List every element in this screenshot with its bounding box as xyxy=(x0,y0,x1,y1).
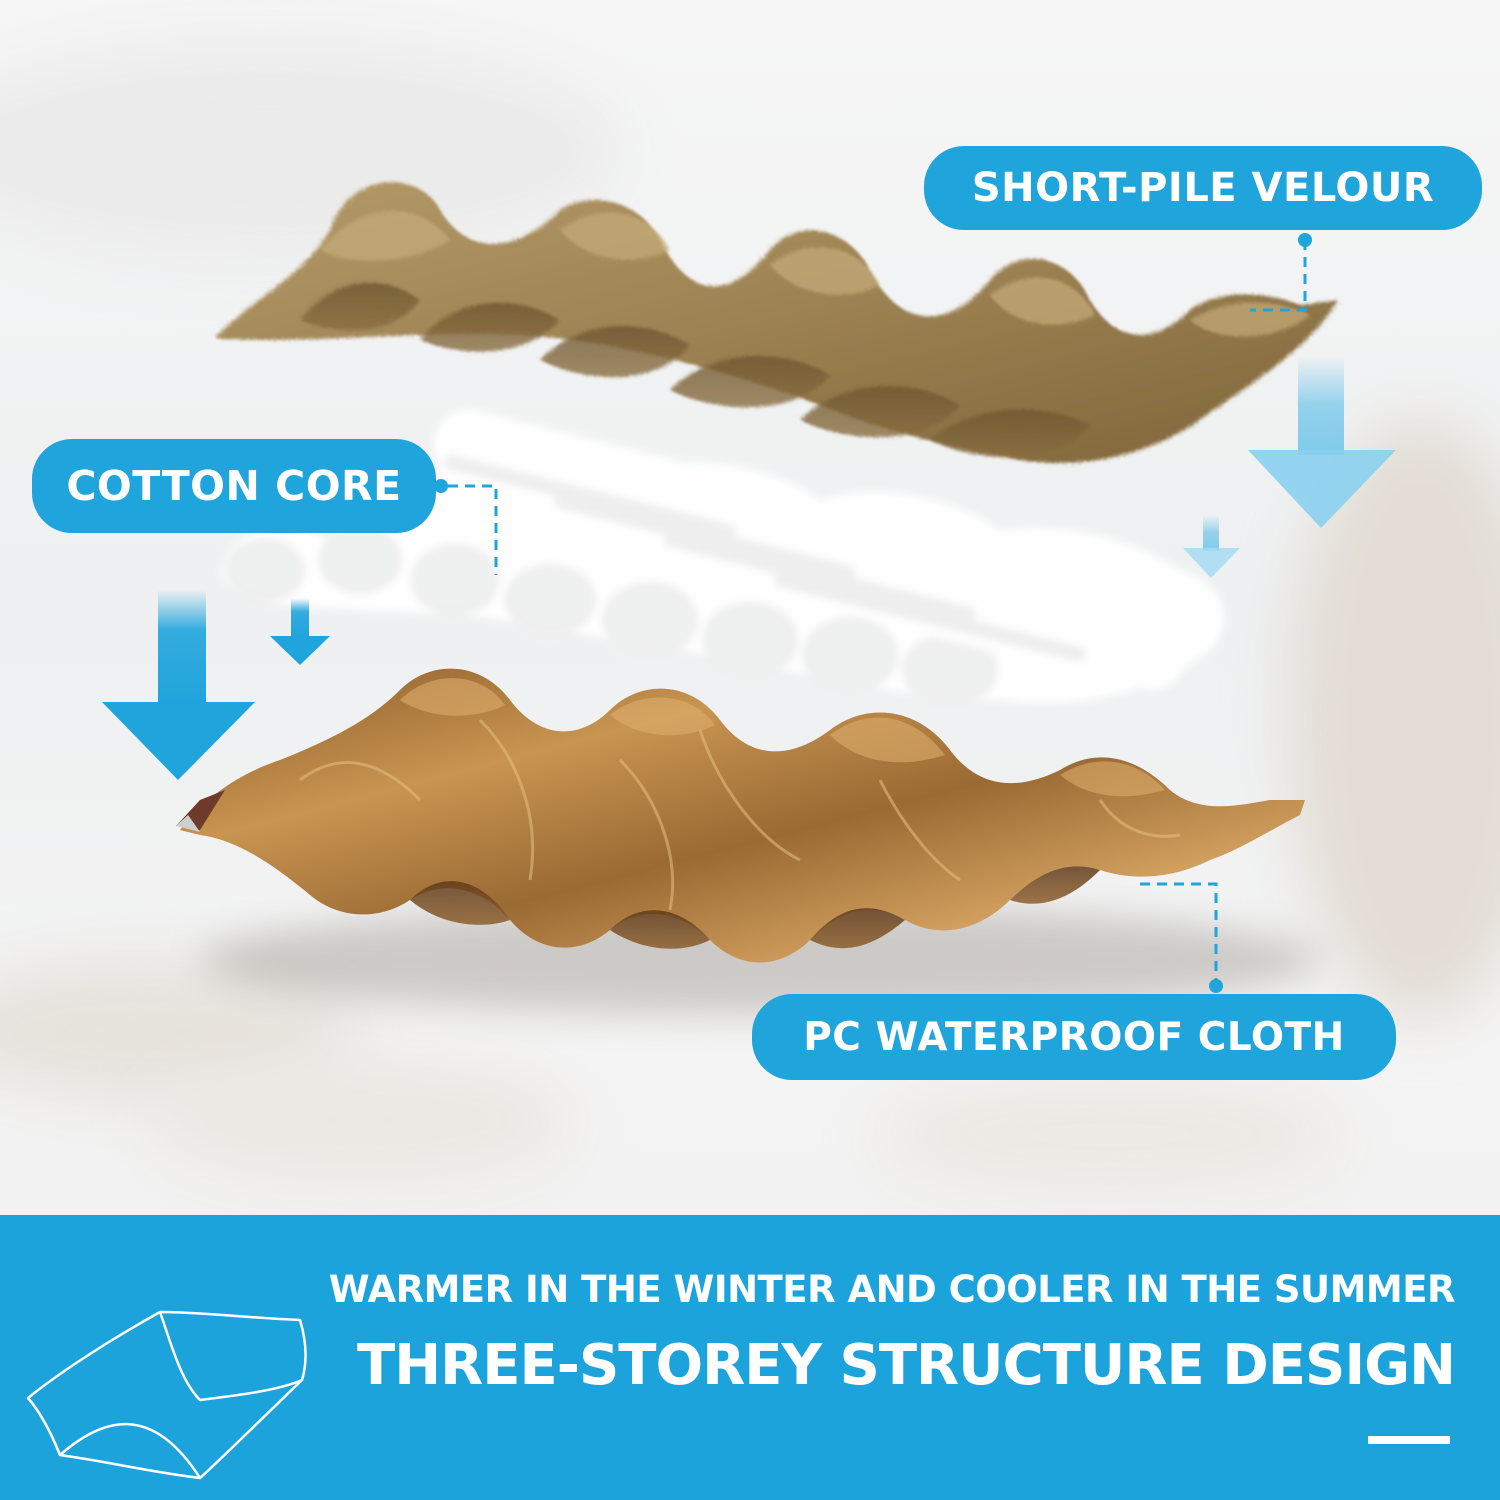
background-shadow xyxy=(0,40,620,260)
connector-dot xyxy=(1209,979,1223,993)
connector-lines xyxy=(448,240,1307,987)
arrow-down-icon xyxy=(1248,355,1396,528)
connector-dot xyxy=(1298,233,1312,247)
banner-title: THREE-STOREY STRUCTURE DESIGN xyxy=(357,1333,1456,1398)
banner-subtitle: WARMER IN THE WINTER AND COOLER IN THE S… xyxy=(328,1268,1456,1311)
arrow-down-icon xyxy=(102,590,255,780)
label-short-pile-velour-text: SHORT-PILE VELOUR xyxy=(971,165,1435,211)
arrow-down-icon xyxy=(1183,515,1240,578)
label-cotton-core-text: COTTON CORE xyxy=(66,462,402,510)
cotton-layer xyxy=(221,409,1225,706)
banner-underline xyxy=(1368,1436,1450,1444)
connector-dot xyxy=(434,479,448,493)
background-shadow xyxy=(880,1080,1340,1190)
label-pc-waterproof-cloth-text: PC WATERPROOF CLOTH xyxy=(803,1014,1345,1060)
label-cotton-core: COTTON CORE xyxy=(32,439,436,533)
label-short-pile-velour: SHORT-PILE VELOUR xyxy=(924,146,1482,230)
camo-layer xyxy=(176,668,1305,963)
velour-layer xyxy=(215,182,1338,464)
arrow-down-icon xyxy=(270,598,330,665)
background-shadow xyxy=(150,1060,570,1180)
label-pc-waterproof-cloth: PC WATERPROOF CLOTH xyxy=(752,994,1396,1080)
